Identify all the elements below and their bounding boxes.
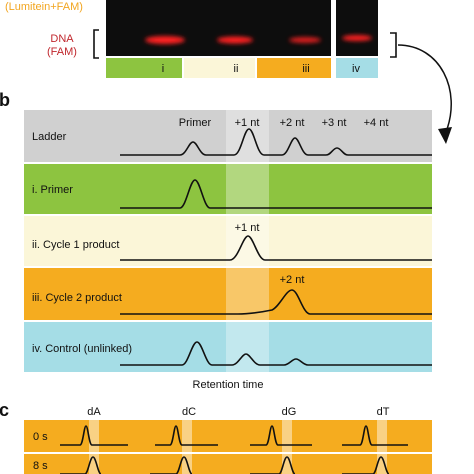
c-row-bg-8s bbox=[24, 454, 432, 474]
row-bg-cycle2 bbox=[24, 268, 432, 320]
c-highlight-dA bbox=[89, 420, 99, 474]
gel-band-ii bbox=[217, 36, 253, 44]
peak-label-primer: Primer bbox=[179, 117, 212, 129]
c-highlight-dT bbox=[377, 420, 387, 474]
panel-c-traces bbox=[60, 425, 408, 474]
dna-label: DNA bbox=[50, 33, 74, 45]
peak-label-plus3: +3 nt bbox=[322, 117, 347, 129]
trace-dG-0s bbox=[250, 425, 312, 446]
trace-dG-8s bbox=[250, 456, 296, 474]
row-label-8s: 8 s bbox=[33, 460, 48, 472]
panel-c-letter: c bbox=[0, 400, 9, 420]
row-labels: Ladder i. Primer ii. Cycle 1 product iii… bbox=[32, 131, 304, 355]
cycle2-peak-annotation: +2 nt bbox=[280, 274, 305, 286]
fluorescence-label: (Lumitein+FAM) bbox=[5, 1, 83, 13]
chromatogram-traces bbox=[120, 128, 432, 366]
peak-label-plus4: +4 nt bbox=[364, 117, 389, 129]
row-bg-cycle1 bbox=[24, 216, 432, 266]
gel-image-control bbox=[336, 0, 378, 56]
lane-label-ii: ii bbox=[234, 63, 239, 75]
column-labels: dA dC dG dT bbox=[87, 406, 389, 418]
cycle1-peak-annotation: +1 nt bbox=[235, 222, 260, 234]
column-label-dC: dC bbox=[182, 406, 196, 418]
connector-arrowhead bbox=[438, 127, 452, 144]
lane-swatch-iii bbox=[257, 58, 331, 78]
c-highlight-dC bbox=[182, 420, 192, 474]
trace-dC-0s bbox=[155, 425, 218, 446]
row-label-0s: 0 s bbox=[33, 431, 48, 443]
trace-cycle1 bbox=[120, 235, 432, 261]
peak-label-plus2: +2 nt bbox=[280, 117, 305, 129]
column-label-dT: dT bbox=[377, 406, 390, 418]
row-label-control: iv. Control (unlinked) bbox=[32, 343, 132, 355]
row-bg-ladder bbox=[24, 110, 432, 162]
right-gel-bracket bbox=[390, 32, 397, 58]
peak-labels: Primer +1 nt +2 nt +3 nt +4 nt bbox=[179, 117, 389, 129]
fam-label: (FAM) bbox=[47, 46, 77, 58]
gel-band-i bbox=[145, 36, 185, 44]
row-label-cycle1: ii. Cycle 1 product bbox=[32, 239, 119, 251]
lane-label-i: i bbox=[162, 63, 164, 75]
trace-dC-8s bbox=[150, 456, 193, 474]
row-bg-primer bbox=[24, 164, 432, 214]
lane-swatch-i bbox=[106, 58, 182, 78]
gel-band-iii bbox=[289, 37, 321, 43]
lane-label-iv: iv bbox=[352, 63, 360, 75]
row-label-ladder: Ladder bbox=[32, 131, 67, 143]
c-row-bg-0s bbox=[24, 420, 432, 452]
lane-label-iii: iii bbox=[302, 63, 309, 75]
row-label-primer: i. Primer bbox=[32, 184, 73, 196]
x-axis-label: Retention time bbox=[193, 379, 264, 391]
trace-control bbox=[120, 341, 432, 366]
trace-dT-8s bbox=[342, 456, 390, 474]
connector-arrow bbox=[397, 44, 452, 133]
lane-label-strip: i ii iii iv bbox=[106, 58, 378, 78]
row-bg-control bbox=[24, 322, 432, 372]
trace-ladder bbox=[120, 128, 432, 156]
trace-dA-8s bbox=[60, 456, 102, 474]
plus1-highlight-column bbox=[226, 110, 269, 372]
trace-dA-0s bbox=[60, 425, 128, 446]
row-labels-c: 0 s 8 s bbox=[33, 431, 48, 472]
left-gel-bracket bbox=[93, 29, 99, 59]
trace-primer bbox=[120, 179, 432, 209]
gel-band-iv bbox=[342, 35, 372, 41]
column-label-dG: dG bbox=[282, 406, 297, 418]
lane-swatch-ii bbox=[184, 58, 255, 78]
gel-separator bbox=[331, 0, 336, 56]
row-backgrounds bbox=[24, 110, 432, 372]
trace-cycle2 bbox=[120, 289, 432, 315]
lane-swatch-iv bbox=[336, 58, 378, 78]
row-label-cycle2: iii. Cycle 2 product bbox=[32, 292, 122, 304]
panel-c-backgrounds bbox=[24, 420, 432, 474]
trace-dT-0s bbox=[342, 425, 408, 446]
c-highlight-dG bbox=[282, 420, 292, 474]
gel-bands bbox=[145, 35, 372, 44]
peak-label-plus1: +1 nt bbox=[235, 117, 260, 129]
panel-b-letter: b bbox=[0, 90, 10, 110]
column-label-dA: dA bbox=[87, 406, 101, 418]
